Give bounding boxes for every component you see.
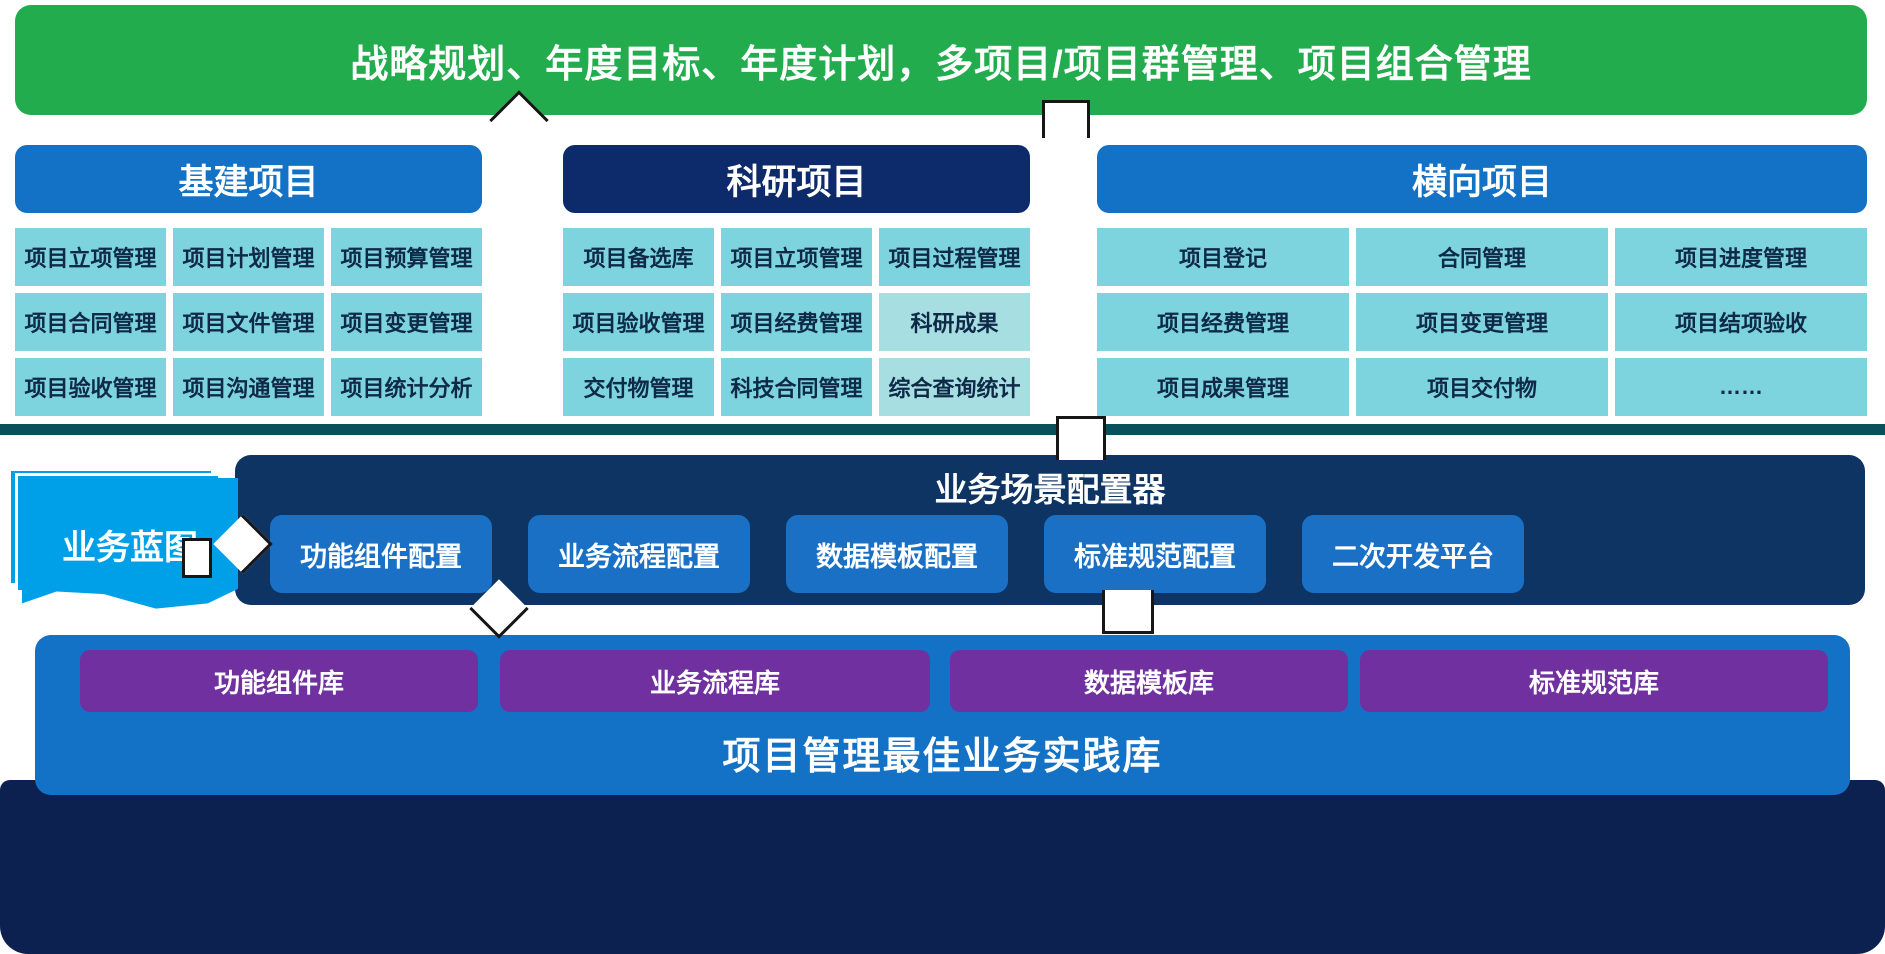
module-cell: 交付物管理: [563, 358, 714, 416]
module-cell: 项目结项验收: [1615, 293, 1867, 351]
scenario-configurator-panel: 业务场景配置器 功能组件配置 业务流程配置 数据模板配置 标准规范配置 二次开发…: [235, 455, 1865, 605]
module-cell: 项目变更管理: [331, 293, 482, 351]
module-cell: 综合查询统计: [879, 358, 1030, 416]
module-cell: 项目立项管理: [15, 228, 166, 286]
project-group-horizontal: 横向项目 项目登记 合同管理 项目进度管理 项目经费管理 项目变更管理 项目结项…: [1097, 145, 1867, 416]
connector-bracket-top-icon: [1042, 100, 1090, 138]
module-cell: 项目经费管理: [721, 293, 872, 351]
practice-library-panel: 功能组件库 业务流程库 数据模板库 标准规范库 项目管理最佳业务实践库: [35, 635, 1850, 795]
library-button-components: 功能组件库: [80, 650, 478, 712]
bottom-frame: [0, 780, 1885, 954]
module-cell: 科研成果: [879, 293, 1030, 351]
module-cell: 项目进度管理: [1615, 228, 1867, 286]
config-button-components: 功能组件配置: [270, 515, 492, 593]
module-cell: 项目文件管理: [173, 293, 324, 351]
module-cell: 项目沟通管理: [173, 358, 324, 416]
module-cell: 科技合同管理: [721, 358, 872, 416]
module-cell: 项目备选库: [563, 228, 714, 286]
library-button-data-template: 数据模板库: [950, 650, 1348, 712]
project-group-infrastructure: 基建项目 项目立项管理 项目计划管理 项目预算管理 项目合同管理 项目文件管理 …: [15, 145, 482, 416]
connector-bracket-bottom-icon: [1102, 590, 1154, 634]
group-header-research: 科研项目: [563, 145, 1030, 213]
module-cell: 项目登记: [1097, 228, 1349, 286]
module-cell: 项目验收管理: [563, 293, 714, 351]
module-cell: 项目计划管理: [173, 228, 324, 286]
module-cell: 项目成果管理: [1097, 358, 1349, 416]
strategy-banner: 战略规划、年度目标、年度计划，多项目/项目群管理、项目组合管理: [15, 5, 1867, 115]
module-grid-infrastructure: 项目立项管理 项目计划管理 项目预算管理 项目合同管理 项目文件管理 项目变更管…: [15, 228, 482, 416]
module-cell: 项目合同管理: [15, 293, 166, 351]
project-group-research: 科研项目 项目备选库 项目立项管理 项目过程管理 项目验收管理 项目经费管理 科…: [563, 145, 1030, 416]
configurator-title: 业务场景配置器: [934, 471, 1166, 508]
library-button-standards: 标准规范库: [1360, 650, 1828, 712]
config-button-workflow: 业务流程配置: [528, 515, 750, 593]
module-grid-research: 项目备选库 项目立项管理 项目过程管理 项目验收管理 项目经费管理 科研成果 交…: [563, 228, 1030, 416]
module-cell: 项目统计分析: [331, 358, 482, 416]
section-divider: [0, 424, 1885, 435]
module-grid-horizontal: 项目登记 合同管理 项目进度管理 项目经费管理 项目变更管理 项目结项验收 项目…: [1097, 228, 1867, 416]
group-header-infrastructure: 基建项目: [15, 145, 482, 213]
config-button-standards: 标准规范配置: [1044, 515, 1266, 593]
module-cell: 项目交付物: [1356, 358, 1608, 416]
library-button-workflow: 业务流程库: [500, 650, 930, 712]
module-cell: ……: [1615, 358, 1867, 416]
module-cell: 项目变更管理: [1356, 293, 1608, 351]
module-cell: 合同管理: [1356, 228, 1608, 286]
connector-square-blueprint-icon: [182, 538, 212, 578]
config-button-data-template: 数据模板配置: [786, 515, 1008, 593]
config-button-dev-platform: 二次开发平台: [1302, 515, 1524, 593]
module-cell: 项目过程管理: [879, 228, 1030, 286]
group-header-horizontal: 横向项目: [1097, 145, 1867, 213]
module-cell: 项目验收管理: [15, 358, 166, 416]
practice-library-title: 项目管理最佳业务实践库: [722, 736, 1163, 778]
module-cell: 项目经费管理: [1097, 293, 1349, 351]
module-cell: 项目立项管理: [721, 228, 872, 286]
module-cell: 项目预算管理: [331, 228, 482, 286]
connector-bracket-middle-icon: [1056, 416, 1106, 460]
